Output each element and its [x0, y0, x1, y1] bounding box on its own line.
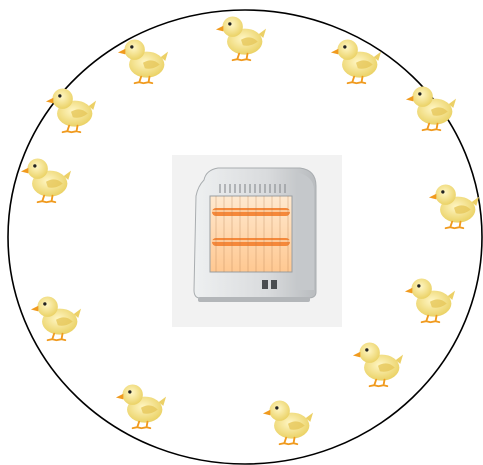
space-heater-icon — [172, 155, 342, 327]
heater-switch-left — [262, 280, 268, 289]
heater-switch-right — [271, 280, 277, 289]
